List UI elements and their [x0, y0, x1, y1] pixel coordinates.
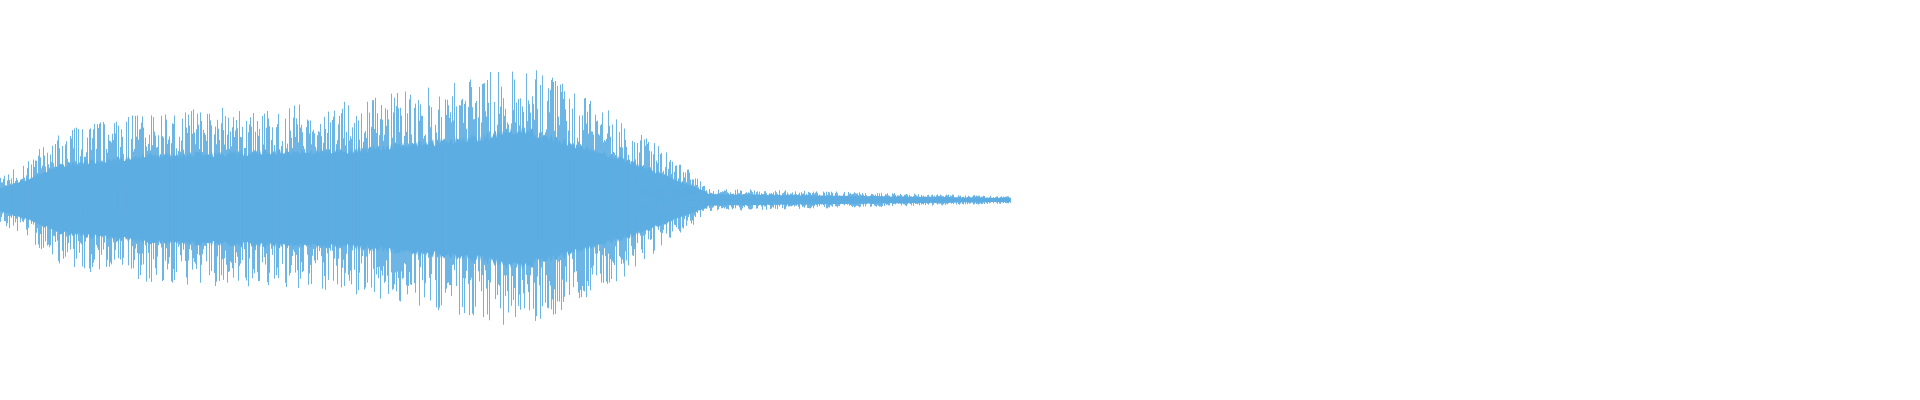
waveform-bars: [0, 70, 1011, 325]
